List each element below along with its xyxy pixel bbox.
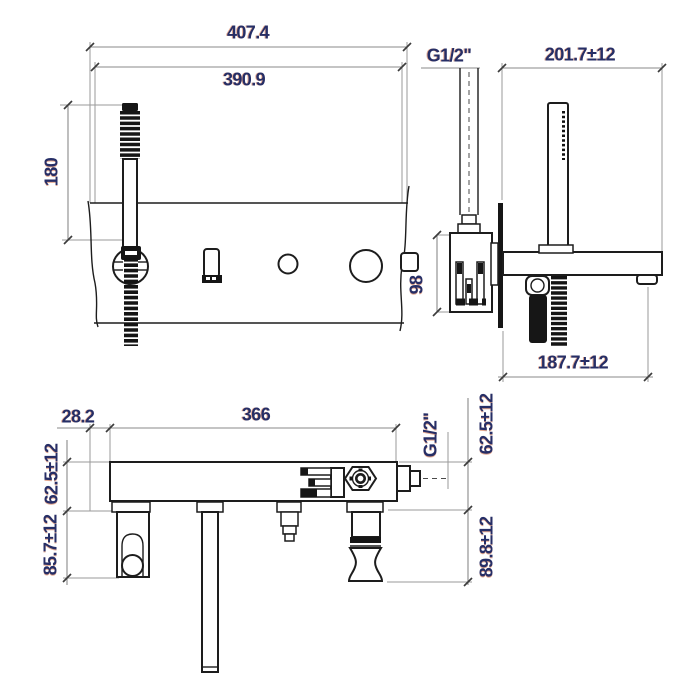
front-dimension-lines — [60, 42, 412, 245]
rough-in-valve-body — [449, 232, 493, 313]
large-control-hole — [349, 249, 383, 283]
dim-side-rough-in-height: 98 — [406, 275, 427, 295]
dim-plan-handle-depth: 85.7±12 — [40, 514, 61, 576]
deck-panel-front — [87, 185, 419, 332]
wall-plate — [490, 203, 503, 328]
shower-bracket-side — [538, 244, 574, 254]
hand-shower-front — [112, 103, 149, 346]
spout-opening-mark — [300, 467, 345, 498]
thread-label-side: G1/2" — [426, 45, 472, 66]
shower-hose-side — [525, 275, 567, 346]
dim-plan-body-width: 366 — [241, 404, 271, 425]
dim-plan-deck-depth-left: 62.5±12 — [41, 443, 62, 505]
small-outlet-hole — [277, 253, 299, 275]
dim-side-overall-depth: 201.7±12 — [544, 44, 616, 65]
dim-side-spout-reach: 187.7±12 — [537, 352, 609, 373]
spout-stub-front — [400, 252, 419, 272]
dim-front-overall-width: 407.4 — [226, 22, 270, 43]
lever-handle-plan — [116, 511, 150, 578]
connection-flanges — [111, 501, 384, 513]
shower-handle-front — [122, 158, 138, 248]
side-view — [421, 63, 667, 382]
shower-head-cap — [122, 103, 138, 111]
dim-front-handshower-height: 180 — [41, 157, 62, 187]
spout-outlet — [636, 274, 658, 285]
spout-pipe-plan — [201, 511, 219, 673]
hex-outlet-plan — [343, 466, 378, 491]
plan-view — [57, 398, 473, 673]
front-view — [60, 42, 419, 346]
spout-side — [502, 251, 663, 285]
dim-front-inner-width: 390.9 — [222, 69, 266, 90]
dim-plan-deck-depth-right: 62.5±12 — [476, 393, 497, 455]
dim-plan-fitting-depth: 89.8±12 — [476, 516, 497, 578]
hand-shower-side — [538, 102, 574, 254]
plan-dimension-lines — [57, 398, 473, 587]
thread-stub-plan — [396, 465, 421, 492]
thread-label-plan: G1/2" — [420, 412, 441, 458]
check-valve-fitting-plan — [280, 511, 299, 542]
dim-plan-edge-offset: 28.2 — [61, 406, 95, 427]
shower-socket-fitting-plan — [347, 511, 384, 582]
diverter-knob — [202, 248, 222, 283]
side-dimension-lines — [421, 63, 667, 382]
